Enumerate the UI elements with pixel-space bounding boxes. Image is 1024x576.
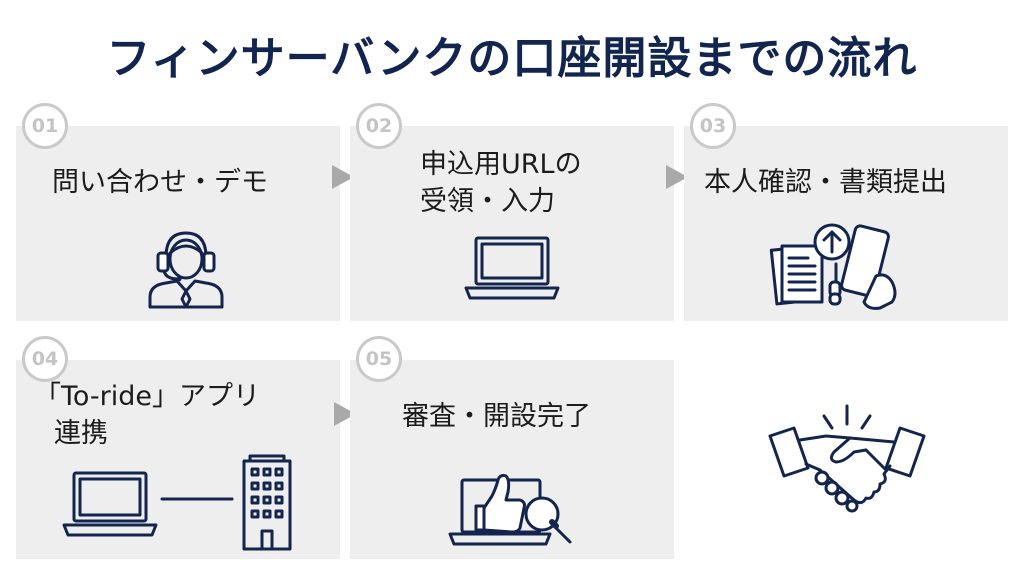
step-panel-01: 問い合わせ・デモ [16, 126, 340, 321]
step-label: 問い合わせ・デモ [52, 167, 268, 198]
laptop-building-link-icon [62, 454, 292, 551]
step-label-line2: 連携 [54, 418, 108, 449]
headset-support-icon [148, 231, 224, 309]
step-number-badge-04: 04 [22, 336, 68, 382]
step-number-badge-02: 02 [356, 103, 402, 149]
step-panel-05: 審査・開設完了 [350, 360, 674, 559]
page-title: フィンサーバンクの口座開設までの流れ [106, 33, 918, 84]
step-label-line1: 申込用URLの [420, 149, 582, 180]
step-panel-02: 申込用URLの 受領・入力 [350, 126, 674, 321]
step-label-line1: 「To-ride」アプリ [34, 381, 261, 412]
step-number-badge-05: 05 [356, 336, 402, 382]
flow-arrow [332, 165, 354, 189]
step-label-line2: 受領・入力 [420, 186, 555, 217]
step-number-badge-01: 01 [22, 103, 68, 149]
thumbs-up-review-icon [448, 474, 572, 546]
step-panel-03: 本人確認・書類提出 [684, 126, 1008, 321]
document-upload-phone-icon [769, 223, 897, 310]
step-label: 審査・開設完了 [402, 401, 591, 432]
handshake-icon [768, 404, 926, 513]
step-panel-04: 「To-ride」アプリ 連携 [16, 360, 340, 559]
step-number-badge-03: 03 [690, 103, 736, 149]
step-label: 本人確認・書類提出 [704, 167, 947, 198]
flow-arrow [666, 165, 688, 189]
laptop-icon [464, 236, 560, 300]
